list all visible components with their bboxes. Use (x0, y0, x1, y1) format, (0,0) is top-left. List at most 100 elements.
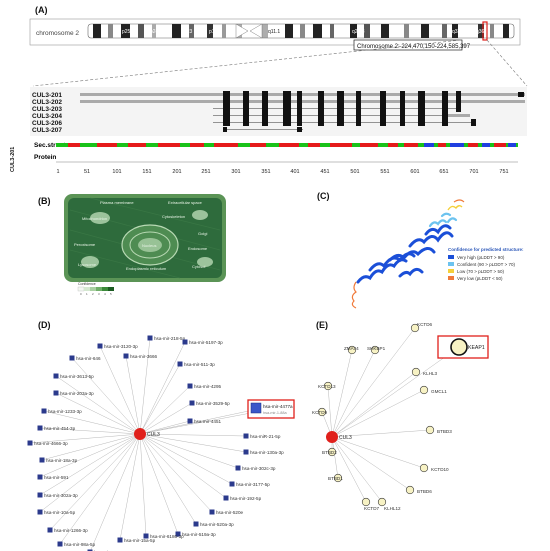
svg-text:2: 2 (92, 292, 94, 296)
sec-struct-label: Sec.struct. (34, 142, 67, 149)
mirna-node (57, 541, 63, 547)
mirna-node (37, 492, 43, 498)
svg-text:401: 401 (290, 169, 299, 175)
svg-text:301: 301 (231, 169, 240, 175)
cell-label: Endoplasmic reticulum (126, 266, 167, 271)
band-labels: p25 p24 p23 p16 q11.1 q24.3 q33 q36 (122, 29, 485, 35)
gene-label: BTBD3 (437, 429, 452, 434)
mirna-label: hsa-mir-15a-5p (124, 538, 156, 543)
confidence-label: Confidence (78, 282, 96, 286)
gene-node (333, 473, 343, 483)
cell-label: Plasma membrane (100, 200, 134, 205)
svg-text:51: 51 (84, 169, 90, 175)
mirna-node (243, 433, 249, 439)
confidence-scale: Confidence 0 1 2 3 4 5 (77, 282, 114, 296)
cell-label: Extracellular space (168, 200, 203, 205)
gene-node (377, 497, 387, 507)
protein-label: Protein (34, 154, 56, 161)
mirna-label: hsa-mir-3120-3p (104, 344, 138, 349)
mirna-label: hsa-mir-520a-3p (200, 522, 234, 527)
transcript-label: CUL3-204 (32, 113, 62, 120)
gene-label: KCTD9 (312, 410, 328, 415)
panel-c-label: (C) (317, 191, 330, 201)
mirna-label: hsa-mir-218-5p (154, 336, 186, 341)
svg-text:p16: p16 (209, 29, 218, 35)
gene-node (411, 367, 421, 377)
cell-label: Cytosol (192, 264, 205, 269)
structure-legend: Confidence for predicted structure: Very… (448, 247, 524, 281)
svg-text:701: 701 (469, 169, 478, 175)
mirna-node (39, 457, 45, 463)
chromosome-ideogram (87, 21, 515, 41)
mirna-node (37, 425, 43, 431)
mirna-label: hsa-mir-18a-3p (46, 458, 78, 463)
transcript-label: CUL3-206 (32, 120, 62, 127)
mirna-node (229, 481, 235, 487)
mirna-label: hsa-mir-3666 (130, 354, 158, 359)
mirna-node (117, 537, 123, 543)
cell-label: Peroxisome (74, 242, 96, 247)
gene-label: KCTD13 (318, 384, 336, 389)
mirna-node (243, 449, 249, 455)
mirna-label: hsa-mir-519a-3p (182, 532, 216, 537)
svg-text:1: 1 (86, 292, 88, 296)
legend-item: Low (70 > pLDDT > 50) (457, 269, 504, 274)
svg-text:q24.3: q24.3 (352, 29, 365, 35)
mirna-node (189, 400, 195, 406)
svg-text:201: 201 (172, 169, 181, 175)
gene-label: GMCL1 (431, 389, 447, 394)
gene-node (347, 345, 357, 355)
svg-text:0: 0 (80, 292, 82, 296)
mirna-label: hsa-mir-4451 (194, 419, 222, 424)
side-label: CUL3-201 (10, 147, 16, 172)
mirna-label: hsa-mir-302a-3p (44, 493, 78, 498)
legend-item: Very low (pLDDT < 50) (457, 276, 503, 281)
gene-node (419, 385, 429, 395)
mirna-node (187, 418, 193, 424)
cell-label: Cytoskeleton (162, 214, 185, 219)
mirna-node (143, 533, 149, 539)
mirna-label: hsa-mir-192-5p (230, 496, 262, 501)
mirna-node (87, 549, 93, 551)
mirna-label: hsa-mir-520e (216, 510, 244, 515)
gene-label: BTBD2 (322, 450, 337, 455)
mirna-node (177, 361, 183, 367)
mirna-label: hsa-mir-4295 (194, 384, 222, 389)
highlight-mirna-node (250, 402, 262, 414)
panel-c-protein-structure: Confidence for predicted structure: Very… (351, 199, 524, 309)
cul3-center-label: CUL3 (339, 435, 352, 441)
region-tag (353, 39, 463, 51)
mirna-node (182, 339, 188, 345)
mirna-label: hsa-mir-646 (76, 356, 101, 361)
mirna-label: hsa-mir-3613-5p (60, 374, 94, 379)
transcript-label: CUL3-201 (32, 92, 62, 99)
mirna-node (47, 527, 53, 533)
gene-label: KCTD7 (364, 506, 380, 511)
mirna-node (123, 353, 129, 359)
gene-label: BTBD6 (417, 489, 432, 494)
cul3-center-label: CUL3 (147, 432, 160, 438)
cell-label: Nucleus (142, 243, 156, 248)
transcript-label: CUL3-202 (32, 99, 62, 106)
mirna-label: hsa-mir-203a-3p (60, 391, 94, 396)
cell-label: Mitochondrion (82, 216, 107, 221)
mirna-label: hsa-mir-454-3p (44, 426, 76, 431)
svg-text:501: 501 (350, 169, 359, 175)
mirna-node (53, 390, 59, 396)
svg-text:3: 3 (98, 292, 100, 296)
protein-axis: 1 51 101 151 201 251 301 351 401 451 501… (56, 169, 508, 175)
mirna-label: hsa-mir-4666-3p (34, 441, 68, 446)
mirna-node (209, 509, 215, 515)
cell-label: Golgi (198, 231, 207, 236)
svg-text:601: 601 (410, 169, 419, 175)
mirna-node (27, 440, 33, 446)
gene-label: KCTD10 (431, 467, 449, 472)
panel-b-cell-figure: Plasma membrane Extracellular space Mito… (64, 194, 226, 296)
mirna-label: hsa-mir-1266-3p (54, 528, 88, 533)
cell-label: Endosome (188, 246, 208, 251)
gene-label: BTBD1 (328, 476, 343, 481)
svg-text:q36: q36 (476, 29, 485, 35)
legend-title: Confidence for predicted structure: (448, 247, 524, 252)
svg-text:1: 1 (56, 169, 59, 175)
